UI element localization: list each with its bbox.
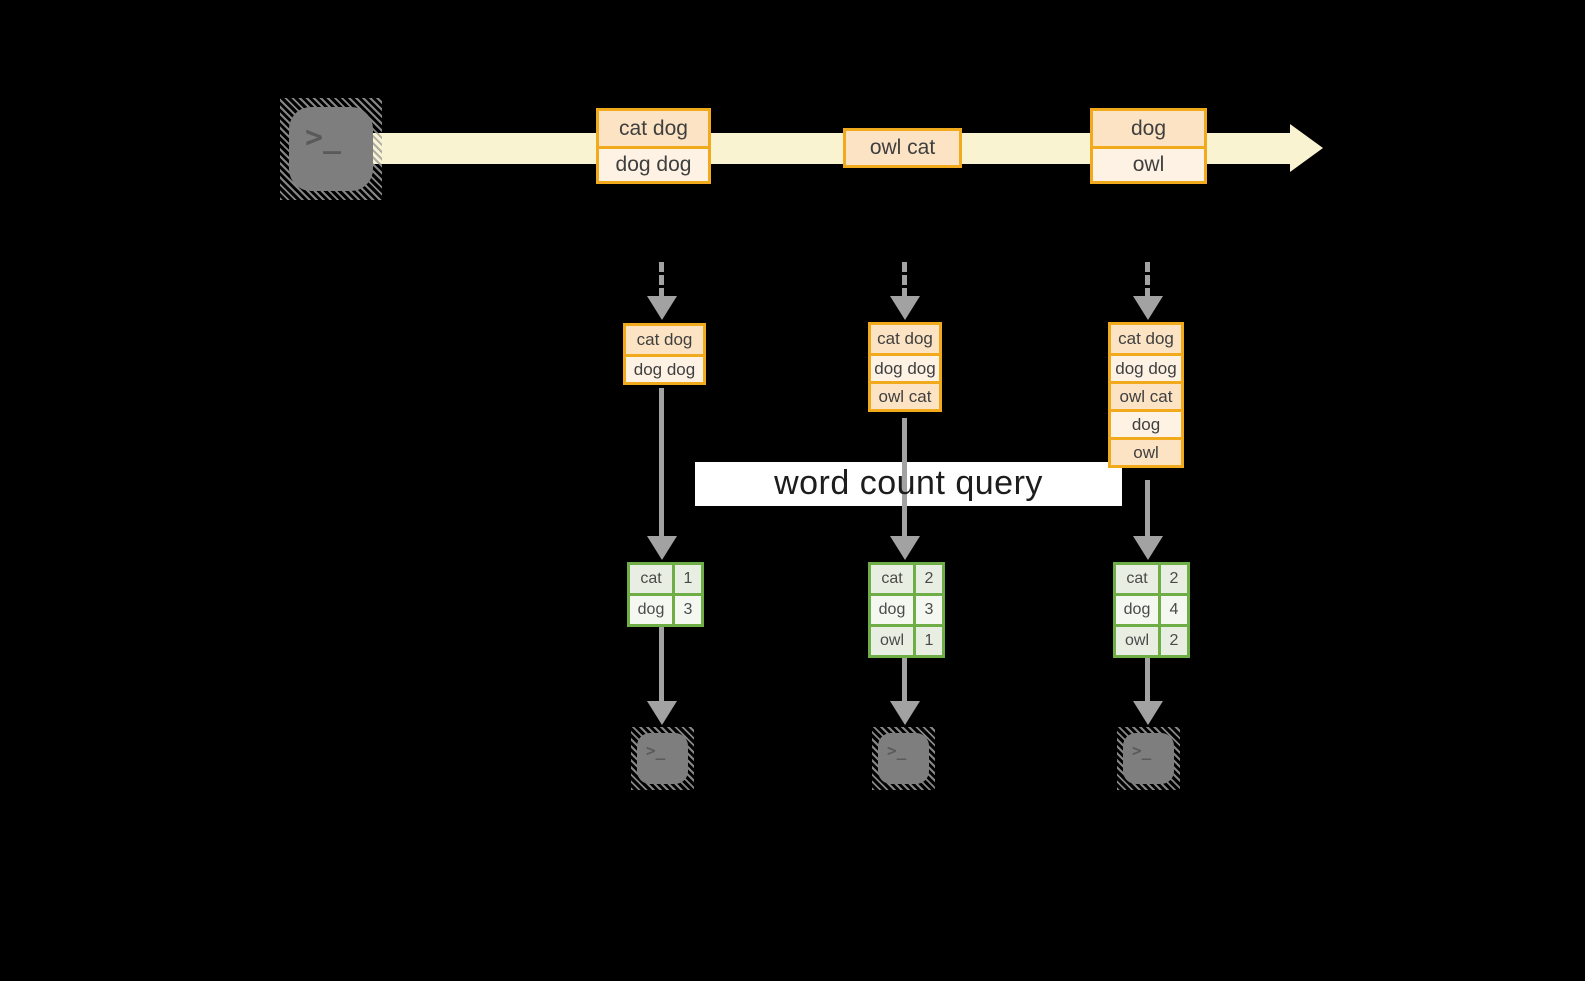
aggregate-arrowhead bbox=[647, 536, 677, 560]
trigger-arrowhead bbox=[890, 296, 920, 320]
result-table-3: cat 2 dog 4 owl 2 bbox=[1113, 562, 1190, 658]
input-state-3: cat dog dog dog owl cat dog owl bbox=[1108, 322, 1184, 468]
result-row: dog 4 bbox=[1116, 593, 1187, 624]
stream-batch-3: dog owl bbox=[1090, 108, 1207, 184]
batch-cell: owl bbox=[1093, 146, 1204, 181]
count-cell: 1 bbox=[675, 565, 701, 593]
count-cell: 4 bbox=[1161, 596, 1187, 624]
state-cell: cat dog bbox=[1111, 325, 1181, 353]
result-row: cat 2 bbox=[871, 565, 942, 593]
terminal-screen: >_ bbox=[1123, 733, 1174, 784]
count-cell: 2 bbox=[1161, 565, 1187, 593]
trigger-arrow-dashed bbox=[659, 262, 664, 298]
batch-cell: cat dog bbox=[599, 111, 708, 146]
state-cell: dog bbox=[1111, 409, 1181, 437]
word-cell: owl bbox=[1116, 627, 1161, 655]
state-cell: owl bbox=[1111, 437, 1181, 465]
source-terminal-icon: >_ bbox=[280, 98, 382, 200]
state-cell: cat dog bbox=[626, 326, 703, 354]
result-row: dog 3 bbox=[630, 593, 701, 624]
sink-arrowhead bbox=[647, 701, 677, 725]
sink-arrow bbox=[1145, 658, 1150, 703]
input-state-1: cat dog dog dog bbox=[623, 323, 706, 385]
state-cell: owl cat bbox=[1111, 381, 1181, 409]
word-cell: dog bbox=[871, 596, 916, 624]
result-row: cat 2 bbox=[1116, 565, 1187, 593]
word-cell: cat bbox=[1116, 565, 1161, 593]
count-cell: 3 bbox=[675, 596, 701, 624]
stream-batch-2: owl cat bbox=[843, 128, 962, 168]
sink-arrow bbox=[902, 658, 907, 703]
sink-terminal-icon: >_ bbox=[631, 727, 694, 790]
terminal-prompt-glyph: >_ bbox=[1132, 741, 1152, 760]
trigger-arrow-dashed bbox=[1145, 262, 1150, 298]
aggregate-arrowhead bbox=[890, 536, 920, 560]
terminal-screen: >_ bbox=[878, 733, 929, 784]
query-banner bbox=[695, 462, 1122, 506]
batch-cell: dog bbox=[1093, 111, 1204, 146]
aggregate-arrow bbox=[902, 418, 907, 538]
word-cell: dog bbox=[630, 596, 675, 624]
sink-arrowhead bbox=[1133, 701, 1163, 725]
state-cell: owl cat bbox=[871, 381, 939, 409]
result-row: dog 3 bbox=[871, 593, 942, 624]
word-cell: cat bbox=[871, 565, 916, 593]
terminal-screen: >_ bbox=[637, 733, 688, 784]
terminal-prompt-glyph: >_ bbox=[887, 741, 907, 760]
input-state-2: cat dog dog dog owl cat bbox=[868, 322, 942, 412]
aggregate-arrow bbox=[659, 388, 664, 538]
count-cell: 2 bbox=[1161, 627, 1187, 655]
state-cell: dog dog bbox=[626, 354, 703, 382]
aggregate-arrow bbox=[1145, 480, 1150, 538]
result-table-2: cat 2 dog 3 owl 1 bbox=[868, 562, 945, 658]
sink-terminal-icon: >_ bbox=[1117, 727, 1180, 790]
batch-cell: dog dog bbox=[599, 146, 708, 181]
state-cell: dog dog bbox=[1111, 353, 1181, 381]
sink-arrow bbox=[659, 627, 664, 703]
word-cell: dog bbox=[1116, 596, 1161, 624]
batch-cell: owl cat bbox=[846, 131, 959, 165]
trigger-arrow-dashed bbox=[902, 262, 907, 298]
stream-batch-1: cat dog dog dog bbox=[596, 108, 711, 184]
count-cell: 1 bbox=[916, 627, 942, 655]
trigger-arrowhead bbox=[1133, 296, 1163, 320]
result-row: cat 1 bbox=[630, 565, 701, 593]
result-row: owl 1 bbox=[871, 624, 942, 655]
sink-terminal-icon: >_ bbox=[872, 727, 935, 790]
count-cell: 2 bbox=[916, 565, 942, 593]
state-cell: cat dog bbox=[871, 325, 939, 353]
result-table-1: cat 1 dog 3 bbox=[627, 562, 704, 627]
stream-arrowhead bbox=[1290, 124, 1323, 172]
sink-arrowhead bbox=[890, 701, 920, 725]
terminal-screen: >_ bbox=[289, 107, 373, 191]
query-label: word count query bbox=[774, 463, 1043, 502]
state-cell: dog dog bbox=[871, 353, 939, 381]
word-cell: owl bbox=[871, 627, 916, 655]
count-cell: 3 bbox=[916, 596, 942, 624]
result-row: owl 2 bbox=[1116, 624, 1187, 655]
terminal-prompt-glyph: >_ bbox=[646, 741, 666, 760]
word-cell: cat bbox=[630, 565, 675, 593]
aggregate-arrowhead bbox=[1133, 536, 1163, 560]
terminal-prompt-glyph: >_ bbox=[305, 120, 342, 155]
trigger-arrowhead bbox=[647, 296, 677, 320]
